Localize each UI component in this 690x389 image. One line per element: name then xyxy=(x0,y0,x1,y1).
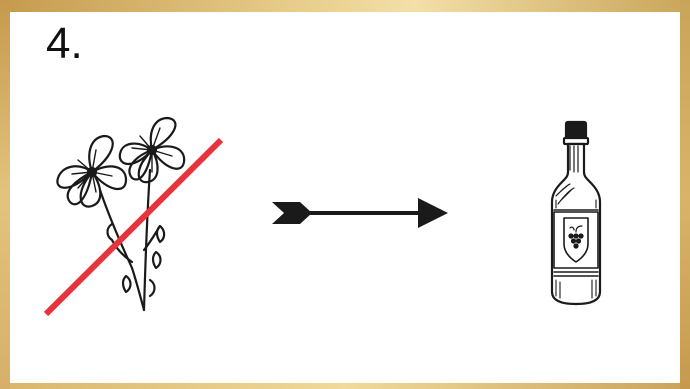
strike-through-line xyxy=(43,137,224,317)
frame-border-left xyxy=(0,0,10,389)
step-number: 4. xyxy=(46,19,83,68)
wine-bottle-icon xyxy=(550,120,602,306)
arrow-right-icon xyxy=(272,198,448,228)
frame-border-right xyxy=(680,0,690,389)
frame-border-top xyxy=(0,0,690,12)
frame-border-bottom xyxy=(0,383,690,389)
flowers-icon xyxy=(56,116,186,312)
